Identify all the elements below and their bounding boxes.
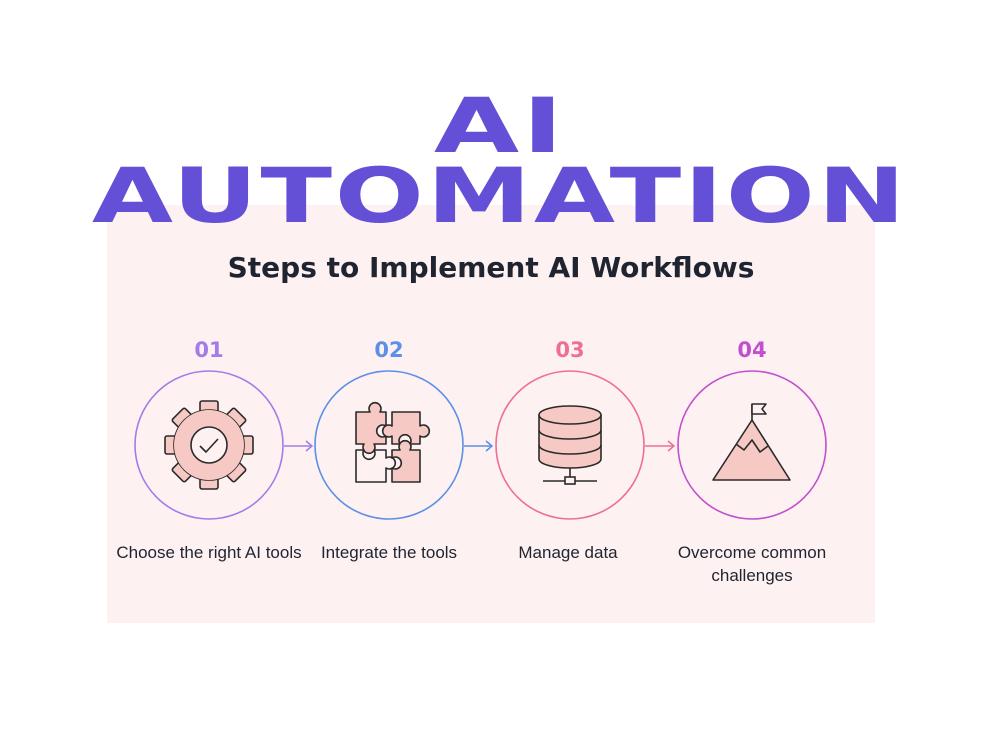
diagram-subtitle: Steps to Implement AI Workflows [227, 251, 755, 284]
step-circle-2 [314, 370, 464, 520]
arrow-3-to-4 [645, 440, 676, 452]
step-number-4: 04 [737, 338, 767, 362]
step-number-1: 01 [194, 338, 224, 362]
hero-title-line-2: AUTOMATION [91, 151, 909, 240]
hero-title-line-1: AI [433, 81, 567, 170]
mountain-flag-icon [712, 403, 791, 481]
step-label-3: Manage data [518, 543, 618, 562]
puzzle-icon [355, 401, 431, 483]
step-number-2: 02 [374, 338, 404, 362]
gear-check-icon [164, 400, 254, 490]
step-circle-3 [495, 370, 645, 520]
step-label-2: Integrate the tools [320, 543, 458, 562]
arrow-2-to-3 [464, 440, 494, 452]
step-label-4: Overcome common challenges [677, 543, 827, 585]
database-icon [538, 405, 602, 485]
step-circle-1 [134, 370, 284, 520]
step-circle-4 [677, 370, 827, 520]
step-number-3: 03 [555, 338, 585, 362]
arrow-1-to-2 [284, 440, 314, 452]
step-label-1: Choose the right AI tools [116, 543, 302, 562]
